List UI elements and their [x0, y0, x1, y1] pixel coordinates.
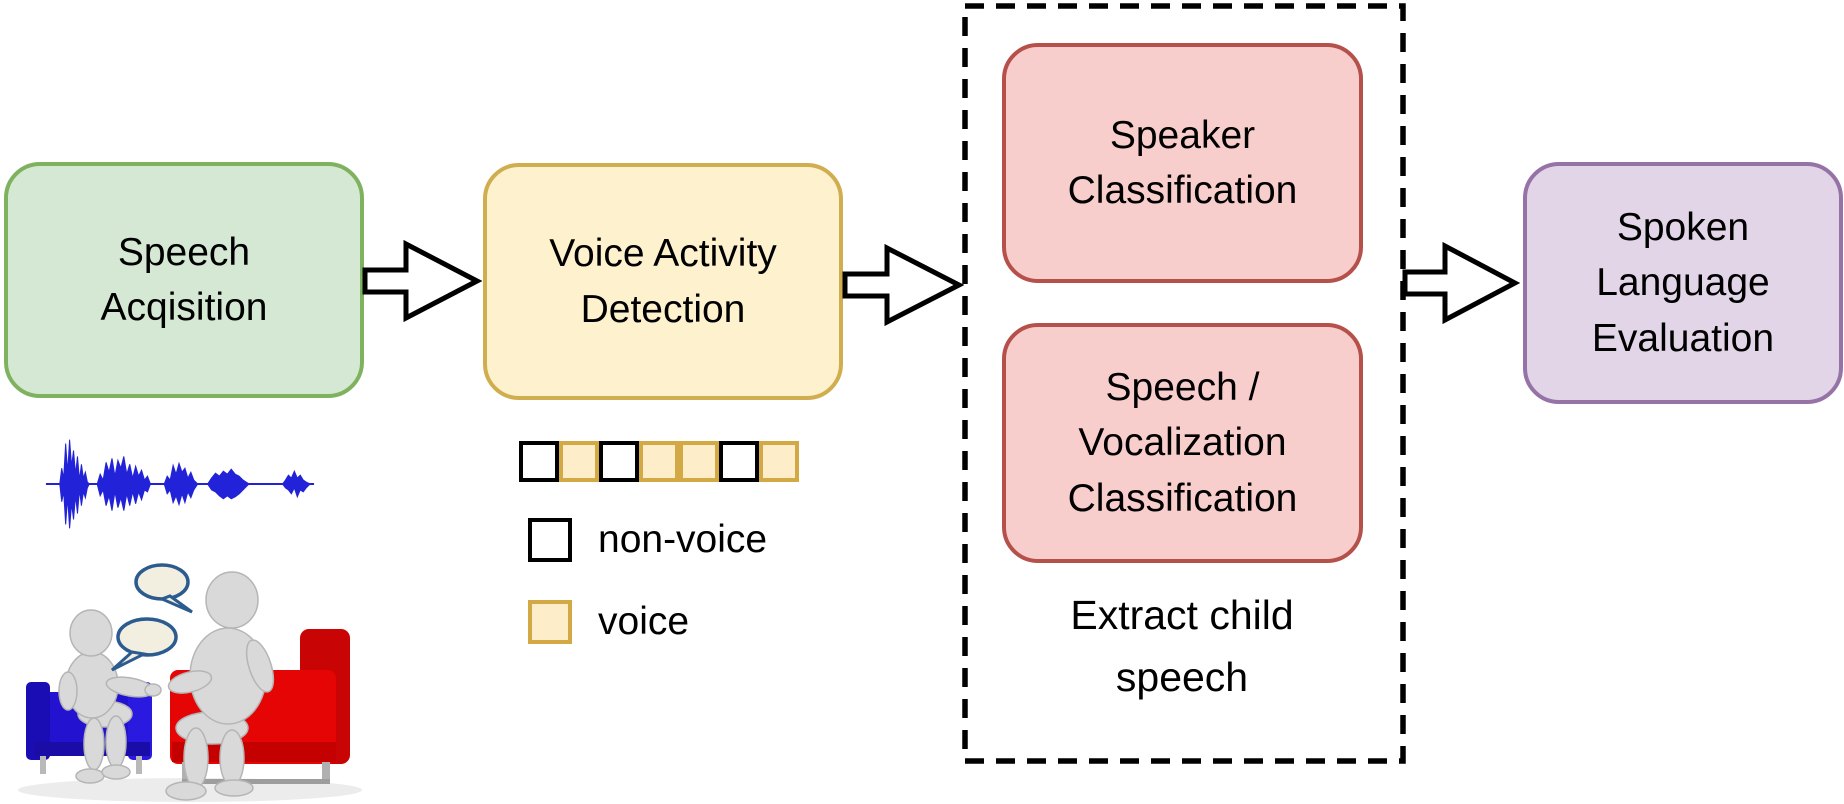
legend-label: non-voice: [598, 518, 768, 561]
adult-figure-icon: [165, 571, 275, 801]
arrow-vad-to-classification: [842, 243, 964, 327]
speech-bubbles-icon: [110, 563, 193, 672]
arrow-classification-to-evaluation: [1402, 241, 1520, 325]
dashed-group-border: [962, 3, 1406, 764]
vad-segment-non-voice: [519, 441, 559, 482]
voice-swatch: [528, 600, 572, 644]
node-label: Speech Acqisition: [100, 230, 268, 329]
node-speech-acquisition: Speech Acqisition: [4, 162, 364, 398]
legend-row-non-voice: non-voice: [528, 518, 767, 562]
group-caption-extract-child-speech: Extract child speech: [1070, 592, 1294, 700]
node-label: Voice Activity Detection: [549, 232, 777, 331]
speech-waveform-icon: [45, 439, 315, 529]
child-figure-icon: [58, 609, 162, 784]
vad-segment-voice: [759, 441, 799, 482]
node-spoken-language-evaluation: Spoken Language Evaluation: [1523, 162, 1843, 404]
node-speaker-classification: Speaker Classification: [1002, 43, 1363, 283]
node-label: Spoken Language Evaluation: [1591, 205, 1775, 360]
vad-segment-voice: [559, 441, 599, 482]
arrow-acquisition-to-vad: [362, 239, 482, 323]
node-voice-activity-detection: Voice Activity Detection: [483, 163, 843, 400]
vad-segment-strip: [519, 441, 799, 482]
vad-segment-non-voice: [719, 441, 759, 482]
non-voice-swatch: [528, 518, 572, 562]
conversation-illustration: [18, 563, 362, 802]
vad-segment-voice: [679, 441, 719, 482]
vad-segment-voice: [639, 441, 679, 482]
node-speech-vocalization-classification: Speech / Vocalization Classification: [1002, 323, 1363, 563]
legend-row-voice: voice: [528, 600, 689, 644]
vad-segment-non-voice: [599, 441, 639, 482]
node-label: Speech / Vocalization Classification: [1067, 365, 1298, 520]
legend-label: voice: [598, 600, 690, 643]
node-label: Speaker Classification: [1067, 113, 1298, 212]
